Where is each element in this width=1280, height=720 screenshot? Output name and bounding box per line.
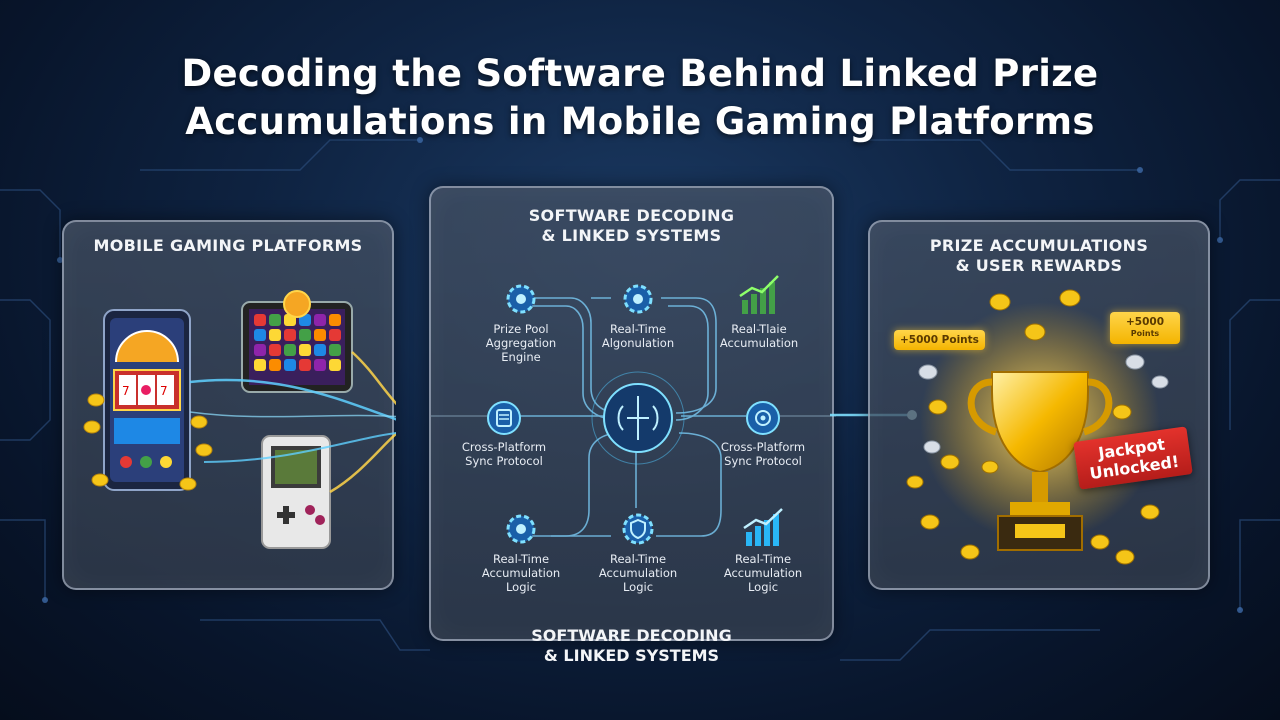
node-1-line-2: Aggregation xyxy=(485,336,557,350)
gear-icon xyxy=(506,284,536,314)
trophy-illustration xyxy=(906,289,1169,565)
node-prize-pool-aggregation: Prize Pool Aggregation Engine xyxy=(461,280,581,364)
middle-heading-line-1: SOFTWARE DECODING xyxy=(528,206,735,225)
bar-chart-icon xyxy=(739,275,779,314)
linked-systems-network xyxy=(431,297,836,537)
globe-icon xyxy=(746,401,780,435)
node-4-line-1: Cross-Platform xyxy=(461,440,547,454)
node-8-line-3: Logic xyxy=(747,580,779,594)
prize-accumulations-panel: PRIZE ACCUMULATIONS & USER REWARDS xyxy=(868,220,1210,590)
server-icon xyxy=(487,401,521,435)
points-badge-right: +5000 Points xyxy=(1110,312,1180,344)
middle-bottom-caption: SOFTWARE DECODING & LINKED SYSTEMS xyxy=(429,626,834,666)
node-2-line-1: Real-Time xyxy=(609,322,667,336)
middle-panel-heading: SOFTWARE DECODING & LINKED SYSTEMS xyxy=(431,206,832,246)
software-decoding-panel: SOFTWARE DECODING & LINKED SYSTEMS xyxy=(429,186,836,641)
node-7-line-2: Accumulation xyxy=(598,566,678,580)
node-7-line-1: Real-Time xyxy=(609,552,667,566)
bar-chart-icon xyxy=(743,508,783,546)
shield-gear-icon xyxy=(622,513,654,545)
node-5-line-1: Cross-Platform xyxy=(720,440,806,454)
phone-slot-machine-icon: 7 7 xyxy=(103,309,191,491)
node-4-line-2: Sync Protocol xyxy=(465,454,543,468)
node-real-time-accumulation-logic-2: Real-Time Accumulation Logic xyxy=(578,510,698,594)
brain-chip-icon xyxy=(591,371,685,465)
page-title: Decoding the Software Behind Linked Priz… xyxy=(90,50,1190,146)
caption-line-1: SOFTWARE DECODING xyxy=(531,626,732,645)
node-real-time-accumulation-logic-3: Real-Time Accumulation Logic xyxy=(703,506,823,594)
badge-right-line-2: Points xyxy=(1130,329,1160,338)
node-cross-platform-sync-left: Cross-Platform Sync Protocol xyxy=(444,400,564,468)
right-panel-heading: PRIZE ACCUMULATIONS & USER REWARDS xyxy=(870,236,1208,276)
right-heading-line-2: & USER REWARDS xyxy=(955,256,1123,275)
node-6-line-3: Logic xyxy=(505,580,537,594)
tablet-match3-icon xyxy=(241,290,353,393)
node-8-line-2: Accumulation xyxy=(723,566,803,580)
mobile-gaming-platforms-panel: MOBILE GAMING PLATFORMS 7 7 xyxy=(62,220,396,590)
node-real-time-algonulation: Real-Time Algonulation xyxy=(578,280,698,350)
node-2-line-2: Algonulation xyxy=(601,336,675,350)
node-5-line-2: Sync Protocol xyxy=(724,454,802,468)
right-heading-line-1: PRIZE ACCUMULATIONS xyxy=(929,236,1149,255)
svg-text:7: 7 xyxy=(122,384,130,398)
left-panel-heading: MOBILE GAMING PLATFORMS xyxy=(93,236,363,255)
devices-illustration: 7 7 xyxy=(83,290,396,549)
node-1-line-3: Engine xyxy=(501,350,541,364)
handheld-console-icon xyxy=(261,435,331,549)
trophy-icon xyxy=(967,371,1113,551)
node-6-line-2: Accumulation xyxy=(481,566,561,580)
title-line-1: Decoding the Software Behind Linked Priz… xyxy=(181,52,1099,95)
gear-icon xyxy=(506,514,536,544)
caption-line-2: & LINKED SYSTEMS xyxy=(543,646,720,665)
node-3-line-1: Real-Tlaie xyxy=(731,322,787,336)
node-real-tlaie-accumulation: Real-Tlaie Accumulation xyxy=(699,272,819,350)
node-1-line-1: Prize Pool xyxy=(493,322,549,336)
node-3-line-2: Accumulation xyxy=(719,336,799,350)
node-7-line-3: Logic xyxy=(622,580,654,594)
middle-heading-line-2: & LINKED SYSTEMS xyxy=(541,226,722,245)
node-real-time-accumulation-logic-1: Real-Time Accumulation Logic xyxy=(461,510,581,594)
points-badge-left: +5000 Points xyxy=(894,330,985,350)
node-6-line-1: Real-Time xyxy=(492,552,550,566)
badge-right-line-1: +5000 xyxy=(1125,316,1165,328)
title-line-2: Accumulations in Mobile Gaming Platforms xyxy=(185,100,1095,143)
node-8-line-1: Real-Time xyxy=(734,552,792,566)
node-cross-platform-sync-right: Cross-Platform Sync Protocol xyxy=(703,400,823,468)
svg-text:7: 7 xyxy=(160,384,168,398)
gear-icon xyxy=(623,284,653,314)
